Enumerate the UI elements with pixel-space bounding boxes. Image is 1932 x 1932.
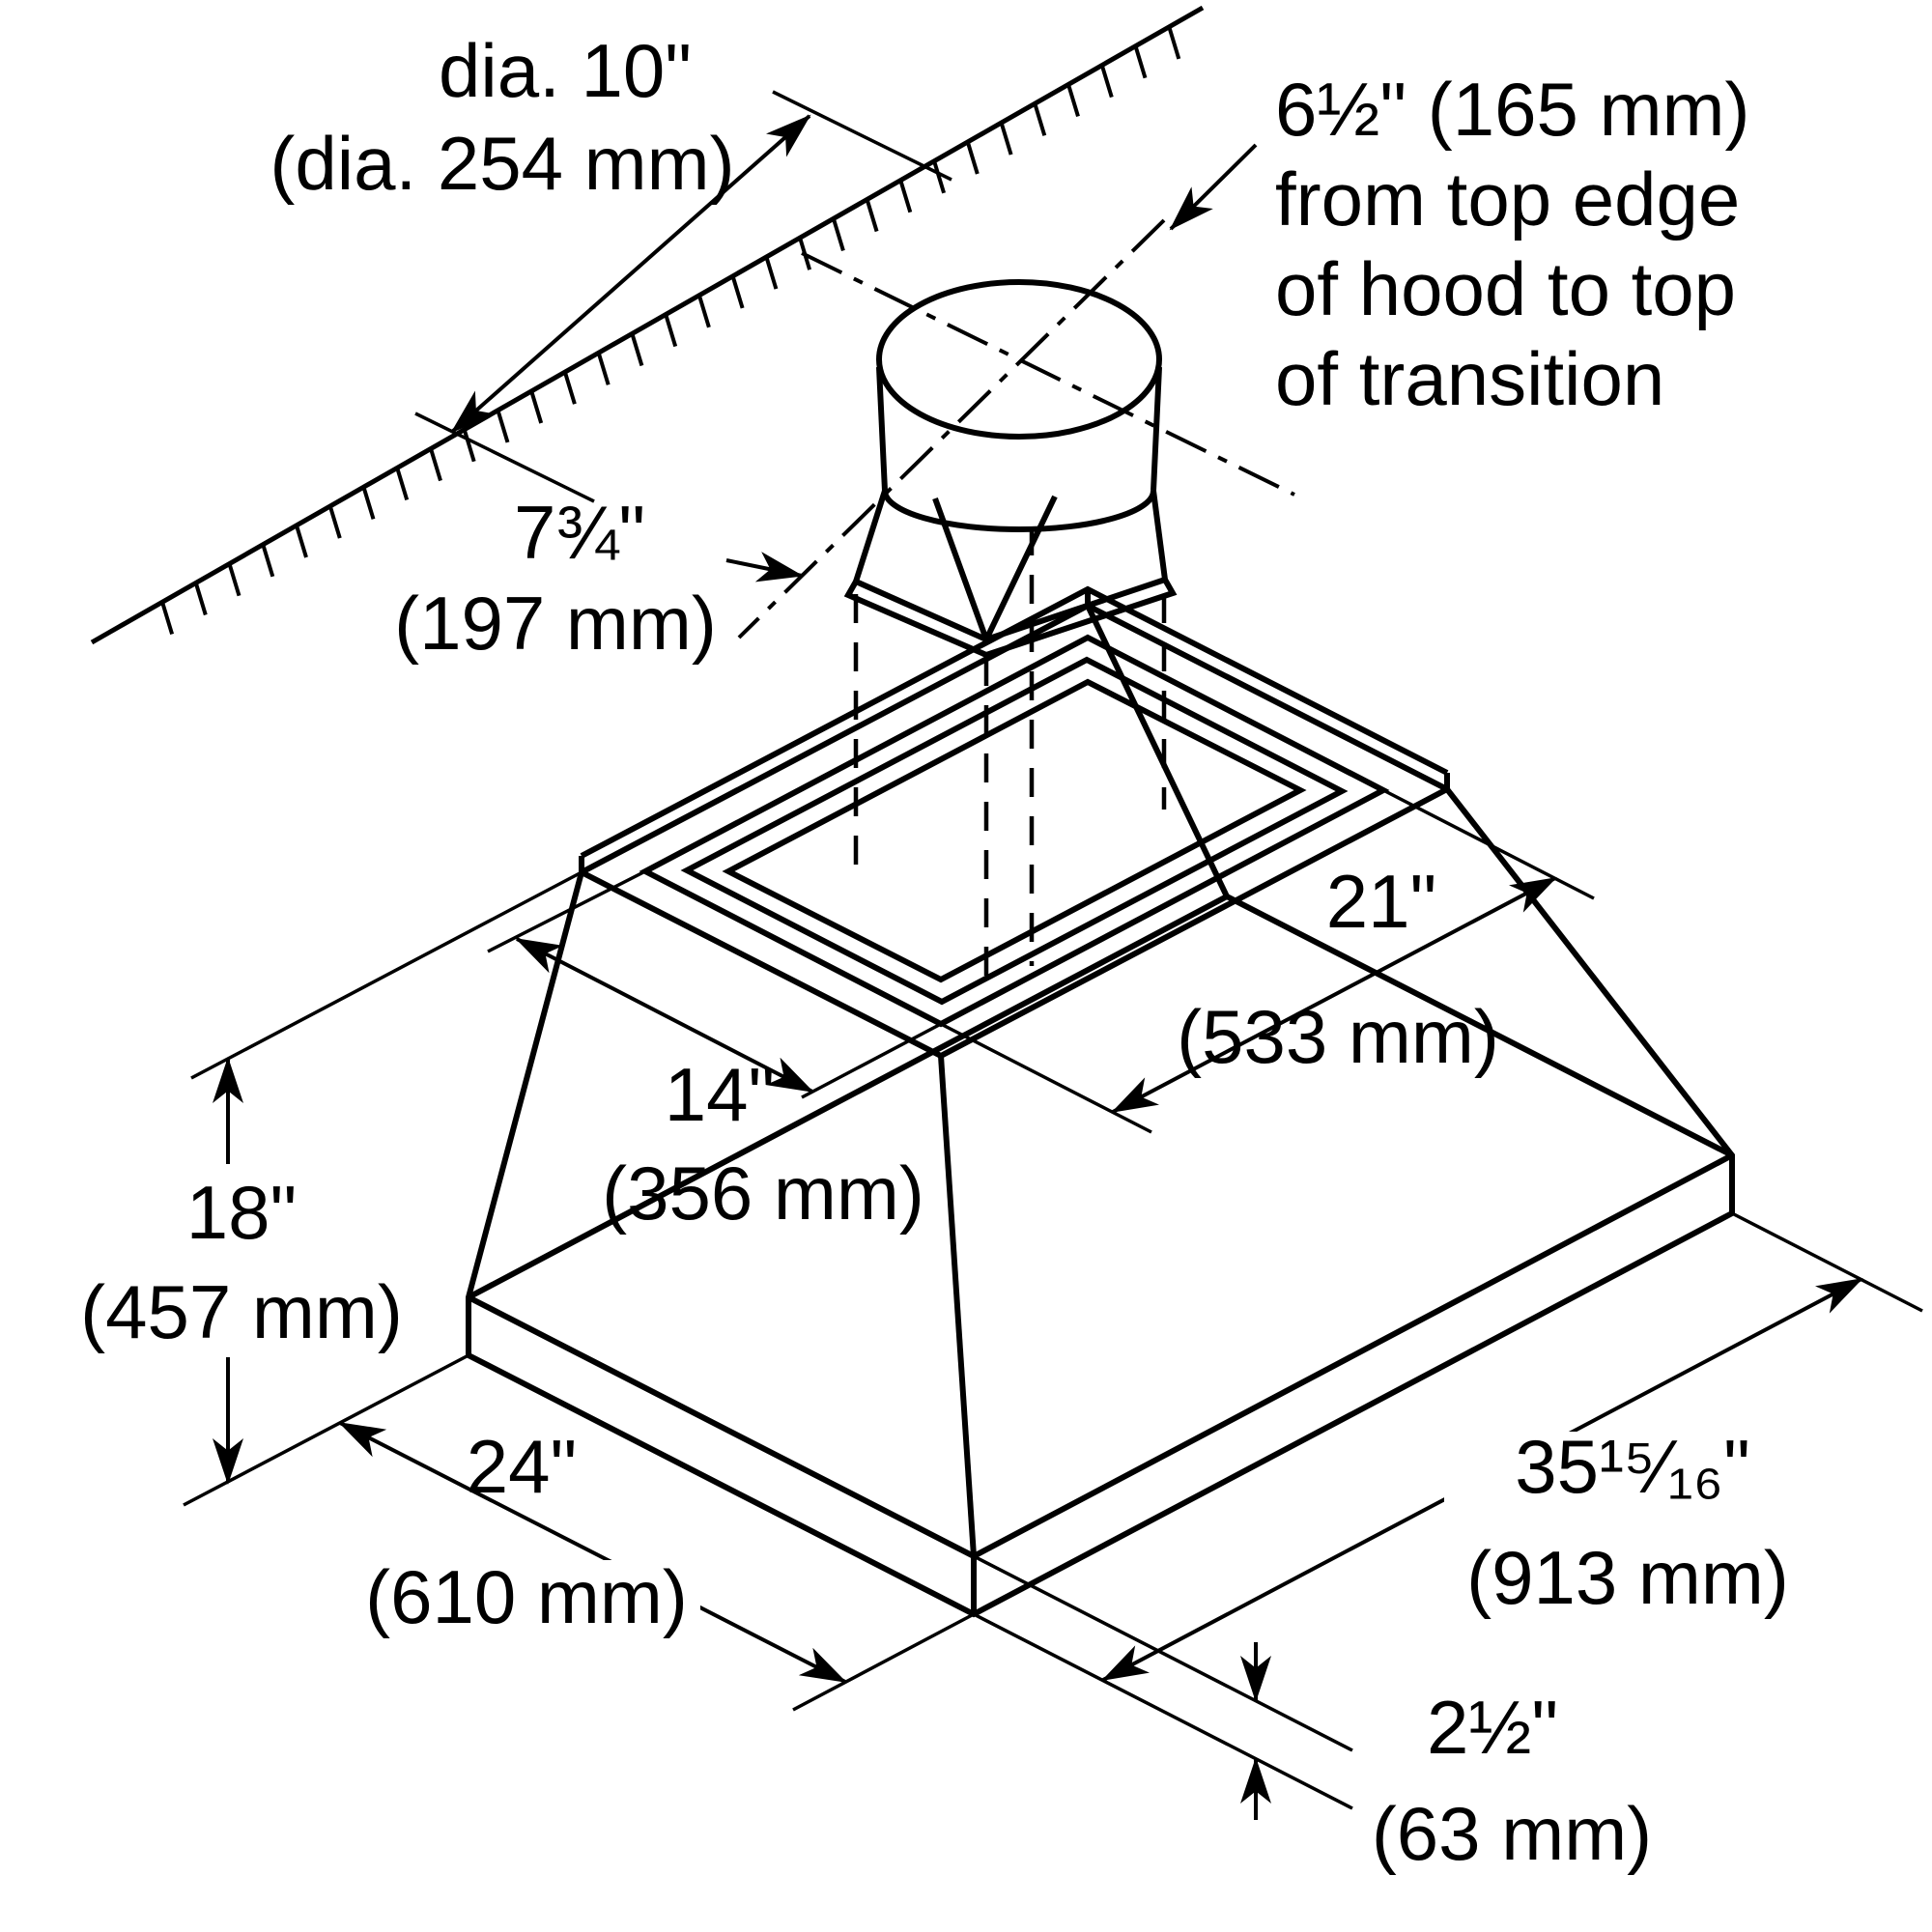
ext-duct-dia-lower bbox=[414, 412, 595, 503]
label-duct-setback-mm: (197 mm) bbox=[394, 581, 717, 666]
rim-flange-verticals bbox=[579, 589, 1450, 872]
ext-depth-right bbox=[792, 1612, 975, 1712]
centerline-a bbox=[801, 251, 1295, 497]
duct-collar-side-left bbox=[876, 366, 888, 492]
duct-collar-bottom-arc bbox=[882, 490, 1156, 532]
ext-band-top bbox=[973, 1554, 1353, 1752]
label-hood-width-in: 35¹⁵⁄₁₆" bbox=[1515, 1424, 1750, 1509]
label-note-line3: of hood to top bbox=[1275, 246, 1736, 331]
label-opening-width-mm: (356 mm) bbox=[602, 1151, 924, 1236]
backplate-height-label bbox=[48, 1164, 454, 1357]
label-hood-height-mm: (457 mm) bbox=[80, 1269, 403, 1354]
hood-front-slope-edge bbox=[938, 1055, 977, 1557]
band-top-back-edges bbox=[467, 893, 1734, 1300]
ext-opening-length-left bbox=[940, 1022, 1152, 1134]
backplate-depth-mm-label bbox=[353, 1560, 700, 1647]
label-hood-depth-mm: (610 mm) bbox=[365, 1554, 688, 1639]
ext-duct-dia-upper bbox=[772, 90, 952, 182]
transition-crease-right bbox=[983, 495, 1058, 641]
labels: dia. 10" (dia. 254 mm) 6½" (165 mm) from… bbox=[80, 28, 1789, 1876]
ext-opening-width-back bbox=[487, 869, 646, 953]
backplate-width-in-label bbox=[1444, 1432, 1821, 1523]
extension-lines bbox=[183, 90, 1923, 1810]
duct-collar-side-right bbox=[1151, 366, 1162, 492]
label-duct-diameter-mm: (dia. 254 mm) bbox=[270, 121, 734, 206]
ext-height-top bbox=[190, 870, 582, 1080]
transition-edge-left bbox=[853, 490, 888, 582]
dim-opening-length bbox=[1111, 876, 1557, 1114]
label-duct-diameter-in: dia. 10" bbox=[439, 28, 692, 113]
label-note-line2: from top edge bbox=[1275, 156, 1740, 242]
ext-width-right bbox=[1731, 1211, 1923, 1313]
label-hood-width-mm: (913 mm) bbox=[1466, 1535, 1789, 1620]
label-opening-length-mm: (533 mm) bbox=[1177, 994, 1499, 1079]
label-opening-length-in: 21" bbox=[1326, 859, 1436, 944]
label-band-height-in: 2½" bbox=[1427, 1685, 1558, 1770]
duct-centerlines bbox=[737, 218, 1295, 639]
transition-crease-left bbox=[932, 497, 989, 641]
opening-inner-rect bbox=[722, 678, 1307, 983]
ext-opening-width-front bbox=[801, 1022, 942, 1099]
ext-width-left-band-bottom bbox=[973, 1612, 1353, 1810]
label-band-height-mm: (63 mm) bbox=[1372, 1791, 1652, 1876]
dim-opening-width bbox=[515, 937, 814, 1094]
dim-hood-depth bbox=[338, 1421, 847, 1684]
hatch-ticks bbox=[160, 26, 1181, 635]
label-hood-depth-in: 24" bbox=[467, 1424, 577, 1509]
label-backplates bbox=[48, 1164, 1821, 1647]
leader-transition-height bbox=[1169, 143, 1258, 231]
label-opening-width-in: 14" bbox=[665, 1052, 775, 1137]
transition-edge-right bbox=[1151, 490, 1168, 581]
label-note-line4: of transition bbox=[1275, 336, 1664, 421]
label-hood-height-in: 18" bbox=[186, 1170, 297, 1255]
ext-opening-length-right bbox=[1382, 788, 1595, 900]
duct-transition bbox=[843, 279, 1178, 659]
hood-back-slope-edge bbox=[1085, 604, 1230, 898]
label-duct-setback-in: 7¾" bbox=[514, 490, 645, 575]
opening-step-rect bbox=[680, 656, 1349, 1006]
centerline-b bbox=[737, 218, 1166, 639]
transition-flange bbox=[843, 578, 1178, 659]
dim-duct-diameter bbox=[450, 114, 811, 434]
leader-duct-setback bbox=[725, 552, 804, 582]
duct-collar-ellipse bbox=[876, 279, 1162, 440]
label-note-line1: 6½" (165 mm) bbox=[1275, 67, 1750, 152]
